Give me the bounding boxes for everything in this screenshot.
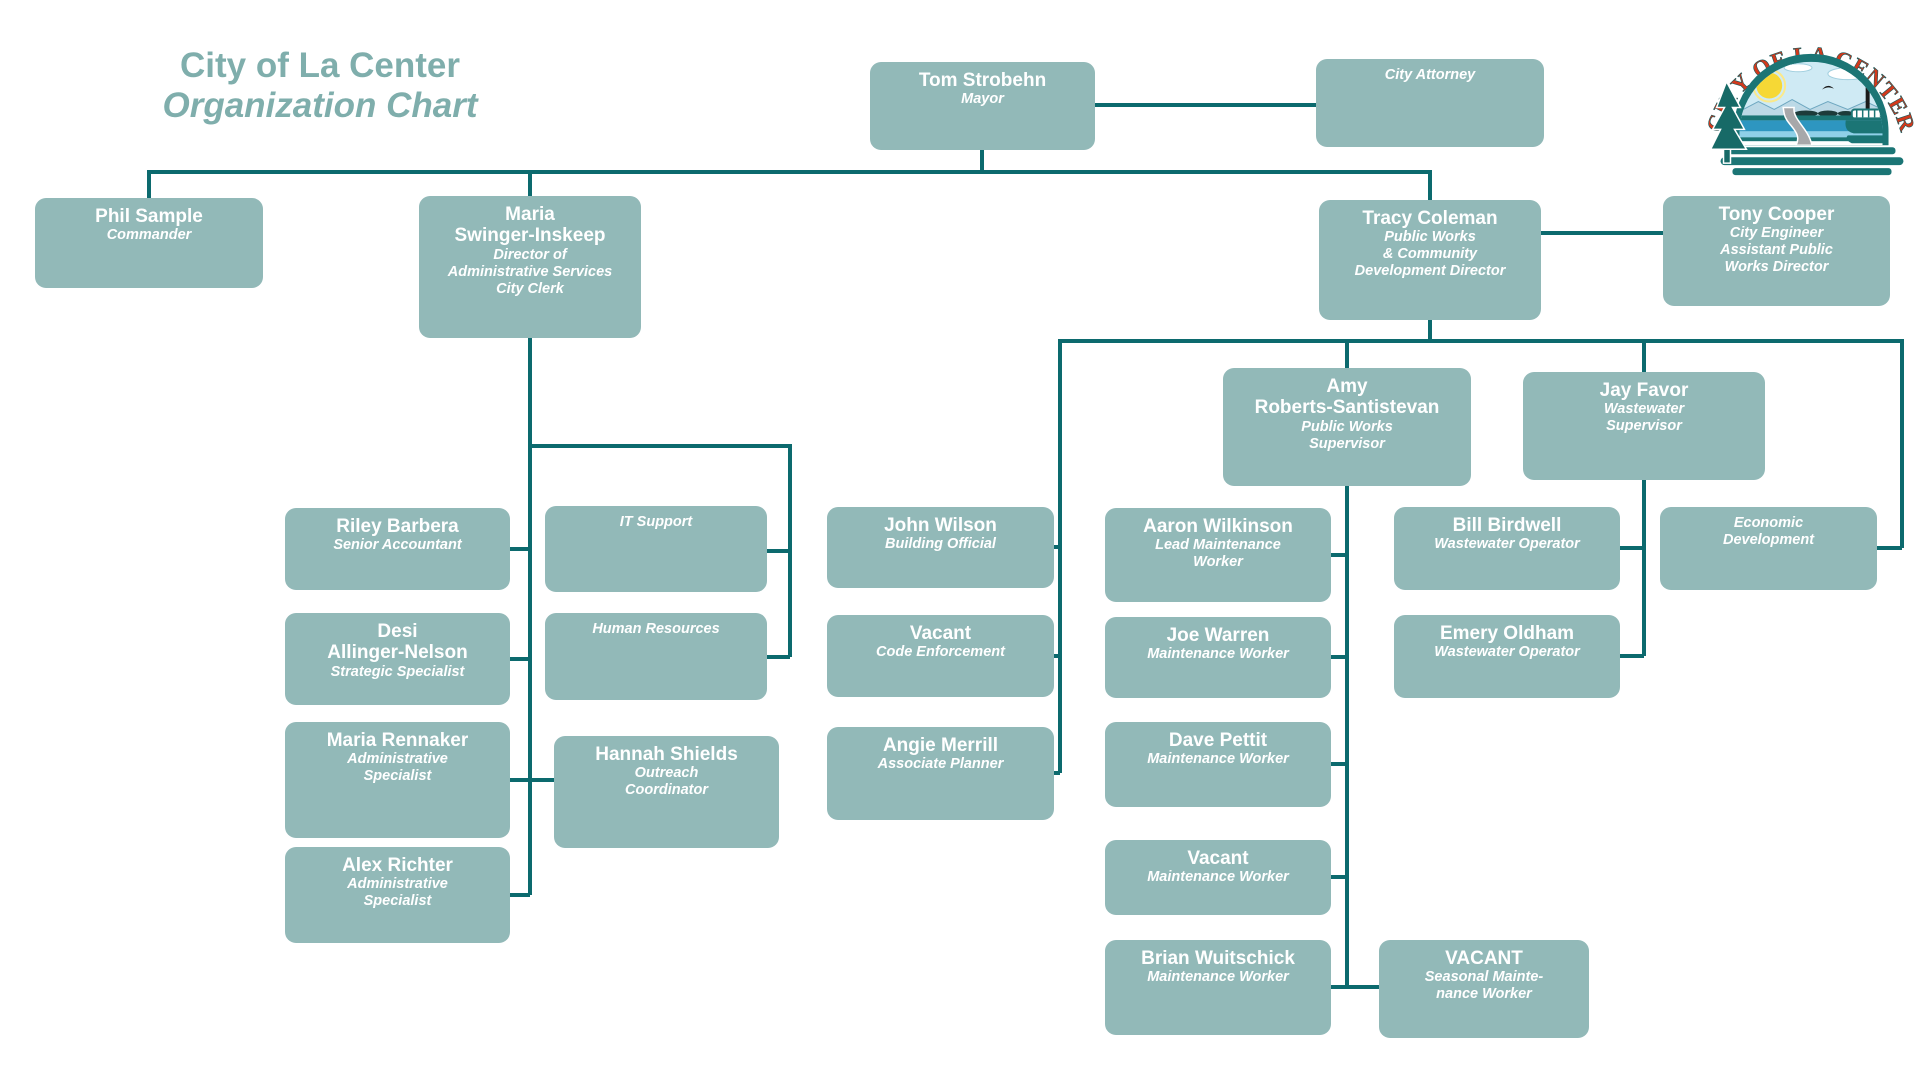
org-box-human-resources: Human Resources	[545, 613, 767, 700]
org-box-jay-favor: Jay Favor Wastewater Supervisor	[1523, 372, 1765, 480]
person-title: Associate Planner	[877, 756, 1004, 773]
person-name: John Wilson	[884, 515, 997, 536]
person-name: Tony Cooper	[1718, 204, 1835, 225]
person-title: Administrative Specialist	[347, 876, 448, 910]
org-box-phil-sample: Phil Sample Commander	[35, 198, 263, 288]
page-title-line2: Organization Chart	[162, 86, 478, 126]
person-title: Maintenance Worker	[1147, 969, 1289, 986]
org-box-tracy-coleman: Tracy Coleman Public Works & Community D…	[1319, 200, 1541, 320]
org-box-brian-wuitschick: Brian Wuitschick Maintenance Worker	[1105, 940, 1331, 1035]
person-title: Administrative Specialist	[347, 751, 448, 785]
person-title: Wastewater Operator	[1434, 644, 1580, 661]
org-box-riley-barbera: Riley Barbera Senior Accountant	[285, 508, 510, 590]
org-box-mayor: Tom Strobehn Mayor	[870, 62, 1095, 150]
person-name: Maria Swinger-Inskeep	[454, 204, 606, 247]
person-name: Bill Birdwell	[1452, 515, 1562, 536]
person-name: Tom Strobehn	[918, 70, 1047, 91]
person-title: Mayor	[961, 91, 1004, 108]
person-name: Aaron Wilkinson	[1143, 516, 1293, 537]
person-title: Building Official	[885, 536, 996, 553]
org-box-it-support: IT Support	[545, 506, 767, 592]
logo-road	[1782, 106, 1813, 146]
logo-scene	[1739, 61, 1883, 146]
person-title: Director of Administrative Services City…	[447, 246, 613, 297]
org-box-maria-rennaker: Maria Rennaker Administrative Specialist	[285, 722, 510, 838]
org-box-joe-warren: Joe Warren Maintenance Worker	[1105, 617, 1331, 698]
org-box-desi-allinger-nelson: Desi Allinger-Nelson Strategic Specialis…	[285, 613, 510, 705]
city-logo: CITY OF LA CENTER	[1705, 42, 1917, 176]
org-box-hannah-shields: Hannah Shields Outreach Coordinator	[554, 736, 779, 848]
person-title: Lead Maintenance Worker	[1155, 537, 1281, 571]
page-title-line1: City of La Center	[179, 46, 461, 85]
person-name: Maria Rennaker	[326, 730, 469, 751]
person-name: Desi Allinger-Nelson	[327, 621, 468, 664]
page-title: City of La Center Organization Chart	[120, 46, 520, 127]
org-box-dave-pettit: Dave Pettit Maintenance Worker	[1105, 722, 1331, 807]
org-box-maria-swinger-inskeep: Maria Swinger-Inskeep Director of Admini…	[419, 196, 641, 338]
org-box-vacant-maintenance: Vacant Maintenance Worker	[1105, 840, 1331, 915]
person-name: Vacant	[1187, 848, 1249, 869]
org-box-vacant-code-enforcement: Vacant Code Enforcement	[827, 615, 1054, 697]
logo-bird	[1821, 85, 1834, 90]
org-box-john-wilson: John Wilson Building Official	[827, 507, 1054, 588]
person-title: City Engineer Assistant Public Works Dir…	[1720, 225, 1833, 276]
org-box-emery-oldham: Emery Oldham Wastewater Operator	[1394, 615, 1620, 698]
person-name: Brian Wuitschick	[1141, 948, 1295, 969]
person-title: Commander	[106, 227, 192, 244]
logo-pine-trees	[1709, 79, 1748, 164]
person-title: Public Works & Community Development Dir…	[1354, 229, 1506, 280]
org-box-amy-roberts-santistevan: Amy Roberts-Santistevan Public Works Sup…	[1223, 368, 1471, 486]
person-name: Hannah Shields	[595, 744, 738, 765]
person-name: Tracy Coleman	[1362, 208, 1498, 229]
person-title: Code Enforcement	[876, 644, 1005, 661]
person-title: Seasonal Mainte- nance Worker	[1424, 969, 1544, 1003]
org-box-bill-birdwell: Bill Birdwell Wastewater Operator	[1394, 507, 1620, 590]
person-title: Outreach Coordinator	[625, 765, 708, 799]
role-title: Human Resources	[592, 621, 720, 637]
role-title: Economic Development	[1722, 515, 1815, 549]
person-title: Wastewater Supervisor	[1603, 401, 1685, 435]
org-box-alex-richter: Alex Richter Administrative Specialist	[285, 847, 510, 943]
org-box-vacant-seasonal: VACANT Seasonal Mainte- nance Worker	[1379, 940, 1589, 1038]
org-box-angie-merrill: Angie Merrill Associate Planner	[827, 727, 1054, 820]
person-name: Joe Warren	[1166, 625, 1270, 646]
role-title: IT Support	[619, 514, 693, 530]
person-name: Riley Barbera	[336, 516, 459, 537]
person-name: Dave Pettit	[1168, 730, 1268, 751]
org-box-city-attorney: City Attorney	[1316, 59, 1544, 147]
person-name: Emery Oldham	[1439, 623, 1575, 644]
person-name: Jay Favor	[1599, 380, 1689, 401]
logo-base-ribbons	[1720, 147, 1904, 176]
person-title: Maintenance Worker	[1147, 646, 1289, 663]
person-name: Amy Roberts-Santistevan	[1254, 376, 1440, 419]
person-name: VACANT	[1445, 948, 1523, 969]
person-name: Alex Richter	[342, 855, 453, 876]
person-name: Angie Merrill	[882, 735, 999, 756]
person-title: Maintenance Worker	[1147, 869, 1289, 886]
org-box-economic-development: Economic Development	[1660, 507, 1877, 590]
person-title: Senior Accountant	[333, 537, 462, 554]
person-title: Maintenance Worker	[1147, 751, 1289, 768]
org-box-tony-cooper: Tony Cooper City Engineer Assistant Publ…	[1663, 196, 1890, 306]
person-name: Vacant	[909, 623, 972, 644]
person-title: Strategic Specialist	[330, 663, 465, 680]
person-title: Public Works Supervisor	[1301, 418, 1393, 452]
org-box-aaron-wilkinson: Aaron Wilkinson Lead Maintenance Worker	[1105, 508, 1331, 602]
person-title: Wastewater Operator	[1434, 536, 1580, 553]
person-name: Phil Sample	[95, 206, 203, 227]
role-title: City Attorney	[1384, 67, 1476, 83]
